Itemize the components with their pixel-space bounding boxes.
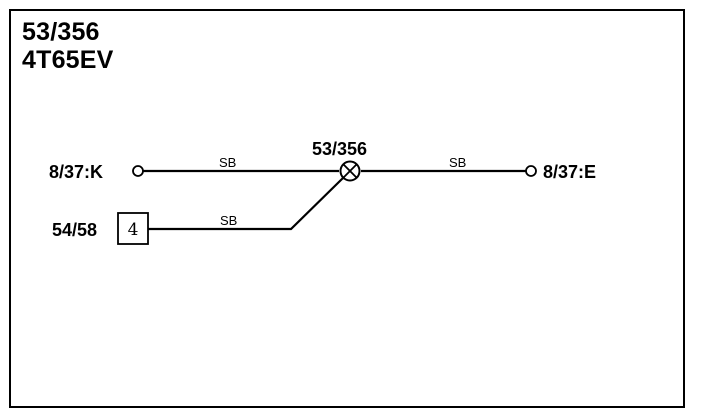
wire-color-top-right: SB <box>449 155 466 170</box>
diagram-title-line1: 53/356 <box>22 18 100 46</box>
component-pin-box <box>117 212 149 245</box>
wire-color-top-left: SB <box>219 155 236 170</box>
splice-label: 53/356 <box>312 139 367 159</box>
component-pin-number: 4 <box>128 220 139 240</box>
open-terminal-circle-icon <box>525 165 537 177</box>
wire-component-to-splice <box>148 177 344 231</box>
diagram-frame <box>9 9 685 408</box>
connector-right-label: 8/37:E <box>543 162 596 182</box>
diagram-title-line2: 4T65EV <box>22 46 114 74</box>
splice-circle-x-icon <box>339 160 361 182</box>
wire-color-bottom: SB <box>220 213 237 228</box>
connector-left-label: 8/37:K <box>49 162 103 182</box>
component-label: 54/58 <box>52 220 97 240</box>
open-terminal-circle-icon <box>132 165 144 177</box>
